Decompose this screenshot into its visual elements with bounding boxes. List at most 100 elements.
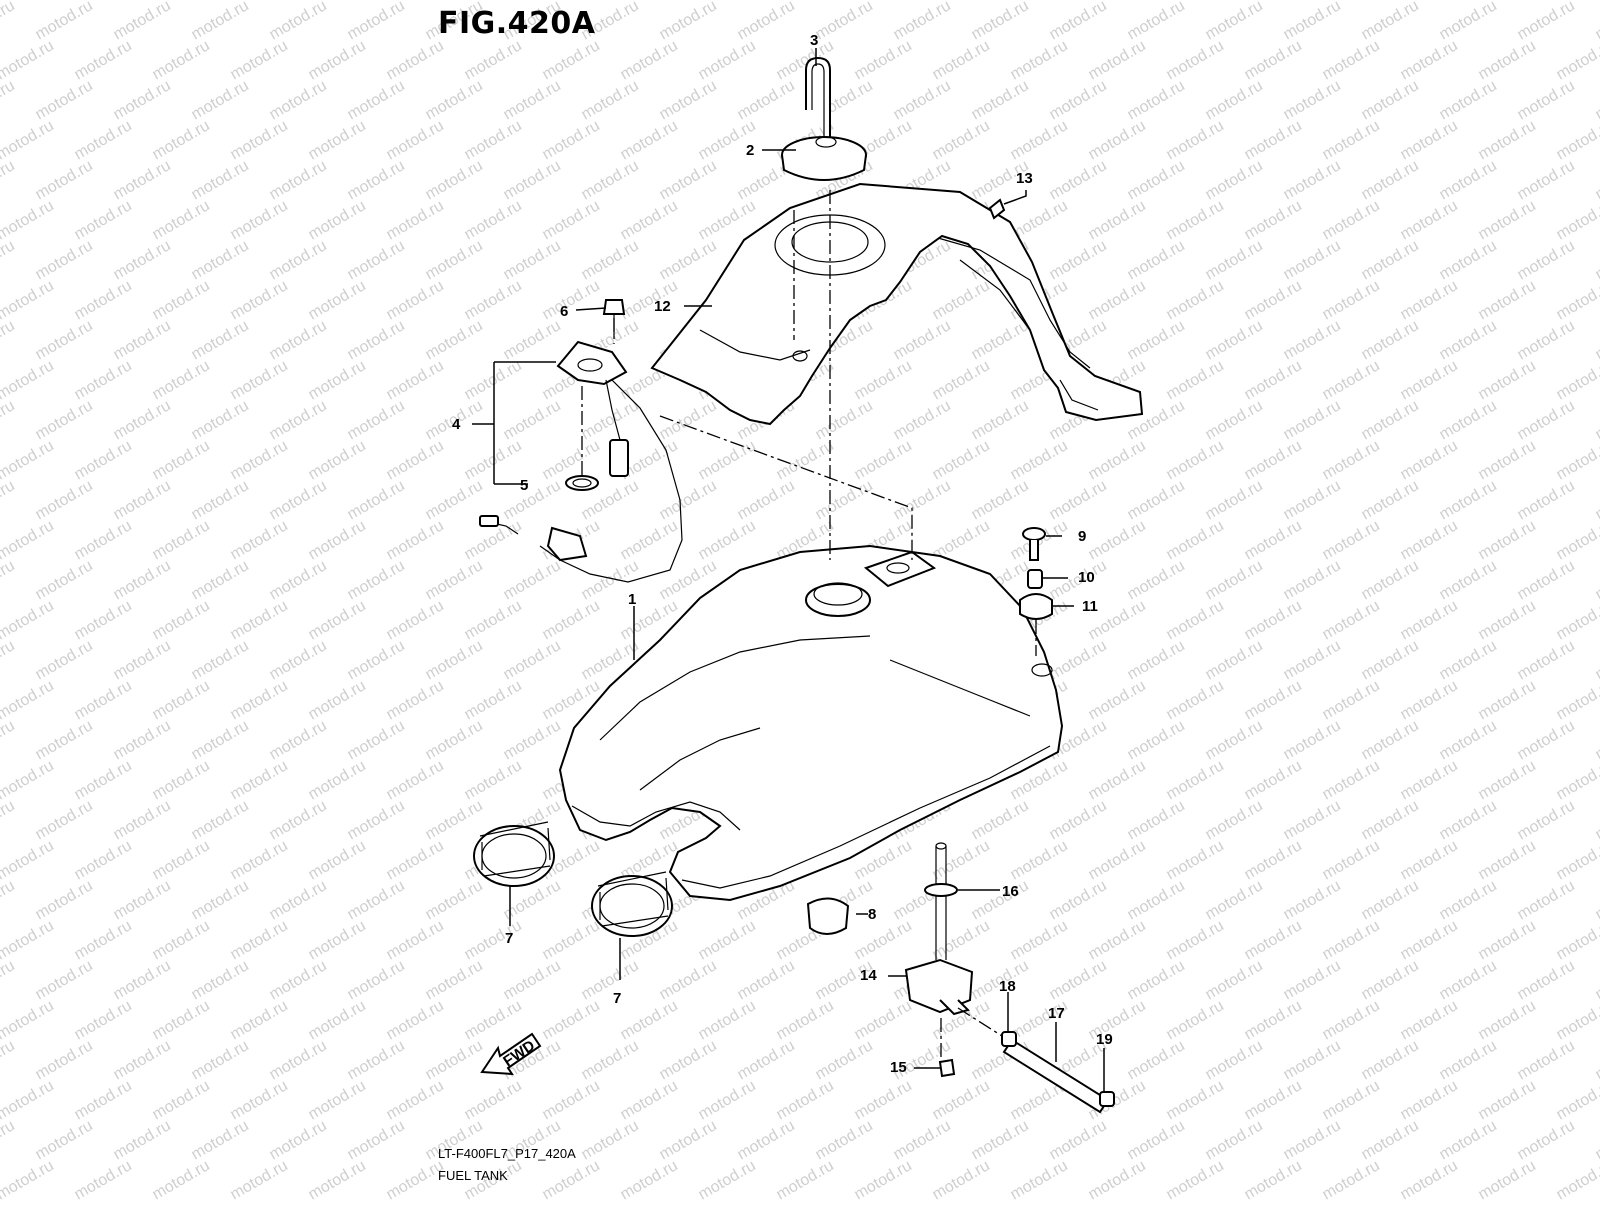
- watermark-text: motod.ru: [111, 237, 174, 283]
- watermark-text: motod.ru: [1398, 197, 1461, 243]
- watermark-text: motod.ru: [1242, 997, 1305, 1043]
- watermark-text: motod.ru: [696, 997, 759, 1043]
- watermark-text: motod.ru: [228, 1157, 291, 1200]
- watermark-text: motod.ru: [306, 997, 369, 1043]
- watermark-text: motod.ru: [969, 77, 1032, 123]
- watermark-text: motod.ru: [1086, 197, 1149, 243]
- watermark-text: motod.ru: [1320, 37, 1383, 83]
- watermark-text: motod.ru: [1125, 877, 1188, 923]
- watermark-text: motod.ru: [1320, 597, 1383, 643]
- watermark-text: motod.ru: [501, 717, 564, 763]
- watermark-text: motod.ru: [1242, 917, 1305, 963]
- watermark-text: motod.ru: [1164, 37, 1227, 83]
- watermark-text: motod.ru: [423, 157, 486, 203]
- watermark-text: motod.ru: [1554, 837, 1600, 883]
- watermark-text: motod.ru: [618, 37, 681, 83]
- watermark-text: motod.ru: [228, 37, 291, 83]
- watermark-text: motod.ru: [462, 197, 525, 243]
- watermark-text: motod.ru: [462, 597, 525, 643]
- watermark-text: motod.ru: [735, 957, 798, 1003]
- watermark-text: motod.ru: [1008, 1157, 1071, 1200]
- watermark-text: motod.ru: [111, 877, 174, 923]
- watermark-text: motod.ru: [1554, 917, 1600, 963]
- watermark-text: motod.ru: [72, 1157, 135, 1200]
- watermark-text: motod.ru: [540, 1077, 603, 1123]
- watermark-text: motod.ru: [228, 837, 291, 883]
- watermark-text: motod.ru: [1554, 677, 1600, 723]
- watermark-text: motod.ru: [228, 597, 291, 643]
- callout-14: 14: [860, 967, 877, 984]
- watermark-text: motod.ru: [1593, 557, 1600, 603]
- watermark-text: motod.ru: [0, 957, 18, 1003]
- watermark-text: motod.ru: [1515, 717, 1578, 763]
- watermark-text: motod.ru: [969, 797, 1032, 843]
- watermark-text: motod.ru: [1437, 637, 1500, 683]
- watermark-text: motod.ru: [267, 157, 330, 203]
- watermark-text: motod.ru: [462, 677, 525, 723]
- watermark-text: motod.ru: [1476, 997, 1539, 1043]
- watermark-text: motod.ru: [1437, 477, 1500, 523]
- watermark-text: motod.ru: [189, 397, 252, 443]
- watermark-text: motod.ru: [1320, 1077, 1383, 1123]
- watermark-text: motod.ru: [813, 477, 876, 523]
- watermark-text: motod.ru: [72, 757, 135, 803]
- watermark-text: motod.ru: [1281, 957, 1344, 1003]
- watermark-text: motod.ru: [423, 77, 486, 123]
- watermark-text: motod.ru: [657, 0, 720, 43]
- watermark-text: motod.ru: [345, 397, 408, 443]
- watermark-text: motod.ru: [267, 77, 330, 123]
- callout-8: 8: [868, 906, 876, 923]
- watermark-text: motod.ru: [1203, 317, 1266, 363]
- watermark-text: motod.ru: [930, 277, 993, 323]
- watermark-text: motod.ru: [462, 117, 525, 163]
- watermark-text: motod.ru: [345, 1037, 408, 1083]
- watermark-text: motod.ru: [111, 317, 174, 363]
- screw-13-part: [990, 200, 1004, 218]
- watermark-text: motod.ru: [618, 997, 681, 1043]
- watermark-text: motod.ru: [267, 397, 330, 443]
- watermark-text: motod.ru: [1047, 957, 1110, 1003]
- watermark-text: motod.ru: [1398, 117, 1461, 163]
- watermark-text: motod.ru: [969, 0, 1032, 43]
- watermark-text: motod.ru: [462, 997, 525, 1043]
- watermark-text: motod.ru: [33, 717, 96, 763]
- watermark-text: motod.ru: [852, 917, 915, 963]
- watermark-text: motod.ru: [1515, 477, 1578, 523]
- watermark-text: motod.ru: [1476, 917, 1539, 963]
- watermark-text: motod.ru: [930, 437, 993, 483]
- watermark-text: motod.ru: [189, 637, 252, 683]
- watermark-text: motod.ru: [345, 797, 408, 843]
- watermark-text: motod.ru: [501, 957, 564, 1003]
- watermark-text: motod.ru: [345, 157, 408, 203]
- watermark-text: motod.ru: [774, 997, 837, 1043]
- watermark-text: motod.ru: [423, 557, 486, 603]
- watermark-text: motod.ru: [345, 317, 408, 363]
- watermark-text: motod.ru: [1554, 757, 1600, 803]
- watermark-text: motod.ru: [1359, 477, 1422, 523]
- watermark-text: motod.ru: [1242, 597, 1305, 643]
- watermark-text: motod.ru: [267, 1037, 330, 1083]
- watermark-text: motod.ru: [1242, 517, 1305, 563]
- watermark-text: motod.ru: [657, 1117, 720, 1163]
- watermark-text: motod.ru: [930, 917, 993, 963]
- watermark-text: motod.ru: [72, 437, 135, 483]
- watermark-text: motod.ru: [1203, 0, 1266, 43]
- watermark-text: motod.ru: [228, 197, 291, 243]
- watermark-text: motod.ru: [618, 197, 681, 243]
- watermark-text: motod.ru: [501, 237, 564, 283]
- watermark-text: motod.ru: [72, 837, 135, 883]
- watermark-text: motod.ru: [384, 277, 447, 323]
- watermark-text: motod.ru: [0, 0, 18, 43]
- watermark-text: motod.ru: [1398, 37, 1461, 83]
- watermark-text: motod.ru: [1164, 997, 1227, 1043]
- watermark-text: motod.ru: [813, 397, 876, 443]
- watermark-text: motod.ru: [0, 797, 18, 843]
- figure-name: FUEL TANK: [438, 1168, 508, 1183]
- watermark-text: motod.ru: [423, 957, 486, 1003]
- callout-16: 16: [1002, 883, 1019, 900]
- watermark-text: motod.ru: [1359, 557, 1422, 603]
- watermark-text: motod.ru: [1047, 237, 1110, 283]
- watermark-text: motod.ru: [1281, 477, 1344, 523]
- watermark-text: motod.ru: [0, 237, 18, 283]
